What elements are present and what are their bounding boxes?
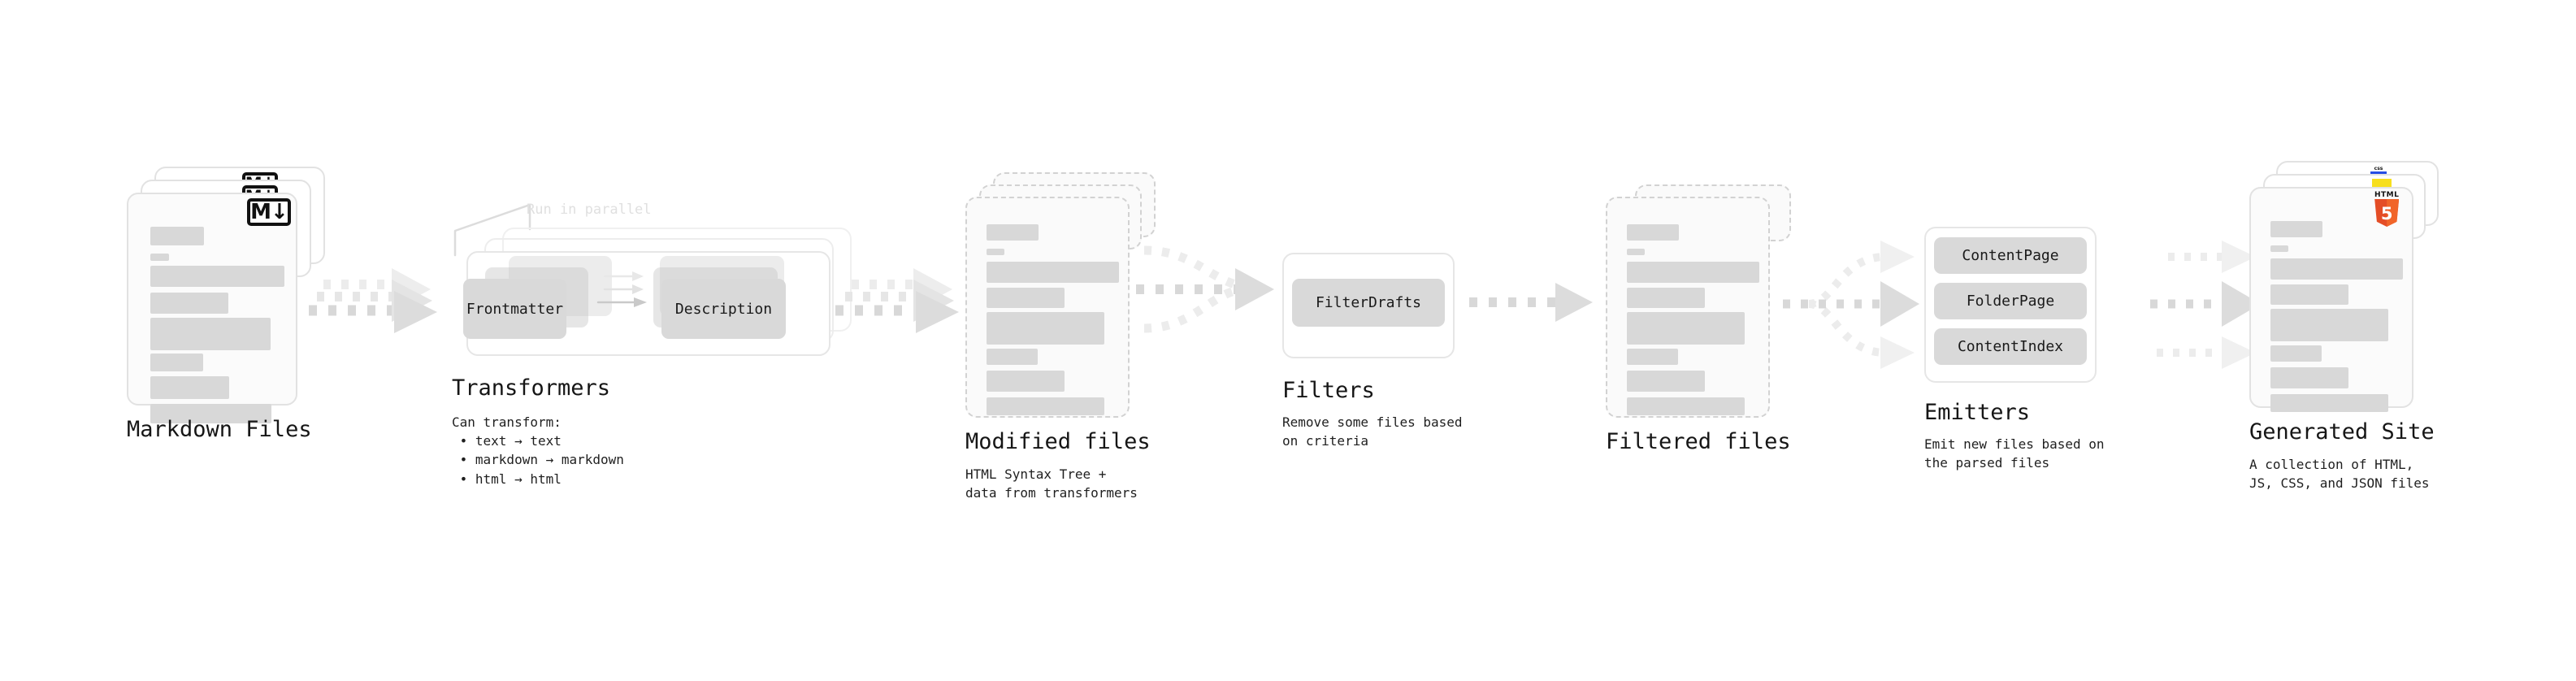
doc-bar bbox=[1627, 312, 1745, 345]
html5-icon-word: HTML bbox=[2374, 191, 2400, 199]
transformer-pill-description[interactable]: Description bbox=[661, 279, 786, 339]
run-in-parallel-label: Run in parallel bbox=[527, 202, 652, 218]
stage-subtitle-modified-files: HTML Syntax Tree + data from transformer… bbox=[965, 466, 1138, 501]
doc-bar bbox=[150, 404, 271, 423]
arrow-filtered-to-emitters bbox=[1783, 241, 1919, 369]
doc-bar bbox=[1627, 249, 1645, 255]
doc-bar bbox=[2270, 245, 2288, 252]
stage-subtitle-generated-site: A collection of HTML, JS, CSS, and JSON … bbox=[2249, 457, 2430, 492]
doc-bar bbox=[2270, 394, 2388, 412]
html5-icon-numeral: 5 bbox=[2380, 203, 2393, 223]
doc-bar bbox=[1627, 397, 1745, 415]
markdown-card-front bbox=[127, 193, 297, 423]
emitters-pill-folderpage[interactable]: FolderPage bbox=[1934, 283, 2087, 319]
css-icon: css bbox=[2370, 166, 2387, 174]
stage-subtitle-emitters: Emit new files based on the parsed files bbox=[1924, 436, 2105, 471]
emitters-pill-contentpage[interactable]: ContentPage bbox=[1934, 237, 2087, 274]
transformer-pill-frontmatter[interactable]: Frontmatter bbox=[463, 279, 566, 339]
arrow-markdown-to-transformers bbox=[309, 268, 437, 333]
doc-bar bbox=[987, 224, 1039, 241]
markdown-badge-front: M↓ bbox=[247, 198, 291, 226]
emitters-pill-contentindex[interactable]: ContentIndex bbox=[1934, 328, 2087, 365]
doc-bar bbox=[1627, 262, 1759, 283]
html5-icon: HTML 5 bbox=[2374, 191, 2400, 227]
filtered-card-front bbox=[1606, 197, 1770, 418]
arrow-transformers-to-modified bbox=[835, 268, 959, 333]
arrow-filters-to-filtered bbox=[1469, 283, 1593, 322]
arrow-emitters-to-site bbox=[2150, 241, 2261, 369]
stage-title-transformers: Transformers bbox=[452, 375, 611, 401]
doc-bar bbox=[2270, 345, 2322, 362]
doc-bar bbox=[150, 266, 284, 287]
doc-bar bbox=[987, 288, 1065, 308]
doc-bar bbox=[987, 371, 1065, 392]
doc-bar bbox=[150, 227, 204, 245]
modified-card-front bbox=[965, 197, 1130, 418]
doc-bar bbox=[2270, 221, 2322, 237]
stage-title-filters: Filters bbox=[1282, 378, 1375, 403]
doc-bar bbox=[150, 254, 169, 261]
stage-title-filtered-files: Filtered files bbox=[1606, 429, 1791, 454]
doc-bar bbox=[150, 318, 271, 350]
run-in-parallel-bracket bbox=[453, 203, 531, 257]
doc-bar bbox=[987, 397, 1104, 415]
stage-subtitle-transformers: Can transform: • text → text • markdown … bbox=[452, 414, 624, 487]
transformer-internal-arrows bbox=[596, 271, 647, 307]
doc-bar bbox=[1627, 371, 1705, 392]
js-icon bbox=[2372, 179, 2392, 189]
stage-title-markdown-files: Markdown Files bbox=[127, 417, 312, 442]
doc-bar bbox=[150, 354, 203, 371]
stage-title-modified-files: Modified files bbox=[965, 429, 1151, 454]
doc-bar bbox=[1627, 224, 1679, 241]
stage-subtitle-filters: Remove some files based on criteria bbox=[1282, 414, 1463, 449]
doc-bar bbox=[2270, 258, 2403, 280]
doc-bar bbox=[987, 312, 1104, 345]
filters-pill-filterdrafts[interactable]: FilterDrafts bbox=[1292, 279, 1445, 327]
doc-bar bbox=[150, 293, 228, 314]
doc-bar bbox=[2270, 284, 2348, 305]
doc-bar bbox=[150, 376, 229, 399]
stage-title-generated-site: Generated Site bbox=[2249, 419, 2435, 445]
doc-bar bbox=[2270, 367, 2348, 388]
doc-bar bbox=[1627, 349, 1678, 365]
doc-bar bbox=[987, 262, 1119, 283]
doc-bar bbox=[987, 249, 1004, 255]
arrow-modified-to-filters bbox=[1136, 245, 1274, 333]
html5-icon-shield: 5 bbox=[2374, 199, 2400, 227]
doc-bar bbox=[2270, 309, 2388, 341]
stage-title-emitters: Emitters bbox=[1924, 400, 2031, 425]
doc-bar bbox=[1627, 288, 1705, 308]
doc-bar bbox=[987, 349, 1038, 365]
